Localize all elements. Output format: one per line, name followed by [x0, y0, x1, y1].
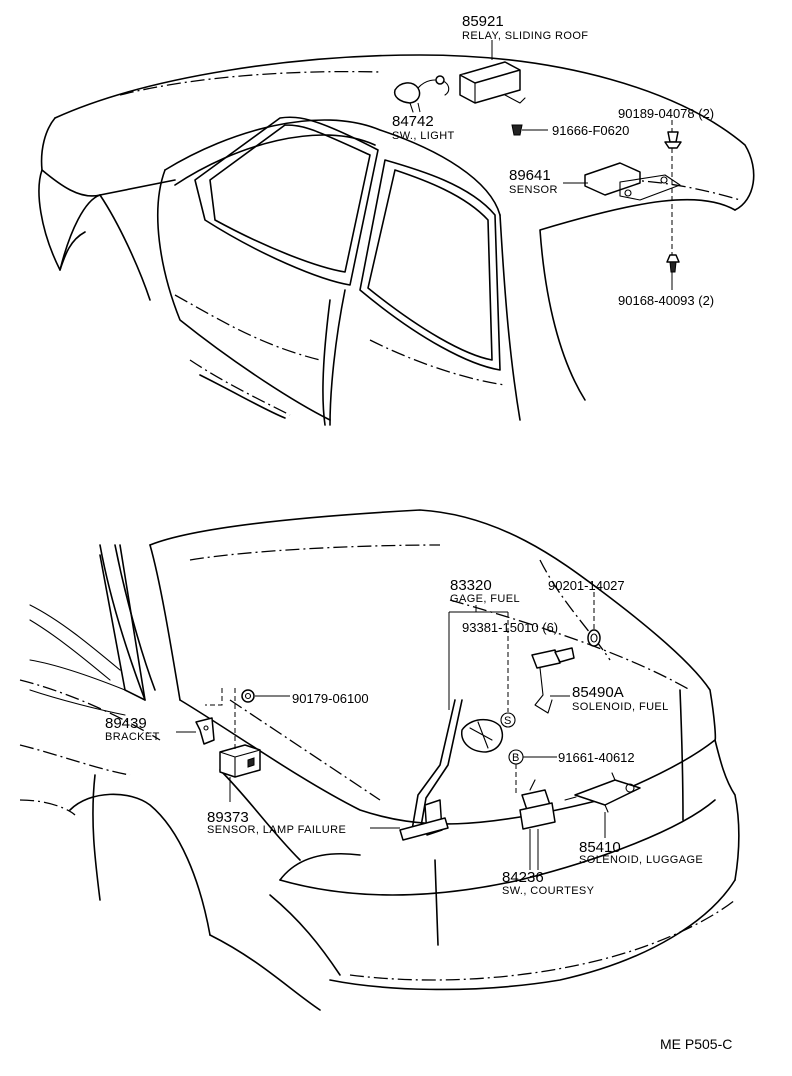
courtesy-switch-description: SW., COURTESY — [502, 885, 595, 897]
fuel-solenoid-number: 85490A — [572, 684, 624, 701]
marker-s: S — [500, 712, 516, 728]
lower-clip — [666, 254, 680, 273]
bolt-b-code: 91661-40612 — [558, 750, 635, 765]
luggage-solenoid-part — [564, 772, 641, 813]
svg-text:S: S — [504, 715, 511, 727]
courtesy-switch-part — [519, 779, 556, 830]
lamp-failure-sensor-part — [219, 744, 261, 778]
upper-clip — [664, 131, 682, 149]
sensor-number: 89641 — [509, 167, 551, 184]
bracket-description: BRACKET — [105, 731, 160, 743]
bracket-number: 89439 — [105, 715, 147, 732]
lamp-sensor-number: 89373 — [207, 809, 249, 826]
courtesy-switch-number: 84236 — [502, 869, 544, 886]
relay-bolt — [511, 124, 523, 136]
sensor-part — [584, 162, 681, 201]
upper-clip-code: 90189-04078 (2) — [618, 106, 714, 121]
gasket-part — [587, 629, 601, 647]
marker-b: B — [508, 749, 524, 765]
relay-description: RELAY, SLIDING ROOF — [462, 30, 588, 42]
fuel-solenoid-description: SOLENOID, FUEL — [572, 701, 669, 713]
lower-clip-code: 90168-40093 (2) — [618, 293, 714, 308]
fuel-gage-part — [399, 699, 504, 841]
grommet-part — [241, 689, 255, 703]
light-switch-part — [393, 75, 450, 113]
upper-car-body — [38, 54, 755, 426]
luggage-solenoid-description: SOLENOID, LUGGAGE — [579, 854, 703, 866]
fuel-gage-number: 83320 — [450, 577, 492, 594]
svg-text:B: B — [512, 752, 519, 764]
fuel-gage-description: GAGE, FUEL — [450, 593, 520, 605]
sensor-description: SENSOR — [509, 184, 558, 196]
relay-number: 85921 — [462, 13, 504, 30]
grommet-code: 90179-06100 — [292, 691, 369, 706]
relay-sliding-roof — [459, 61, 526, 104]
light-switch-description: SW., LIGHT — [392, 130, 455, 142]
light-switch-number: 84742 — [392, 113, 434, 130]
relay-bolt-code: 91666-F0620 — [552, 123, 629, 138]
diagram-reference: ME P505-C — [660, 1036, 732, 1052]
lamp-sensor-description: SENSOR, LAMP FAILURE — [207, 824, 346, 836]
gasket-code: 90201-14027 — [548, 578, 625, 593]
bracket-part — [195, 717, 215, 745]
luggage-solenoid-number: 85410 — [579, 839, 621, 856]
screw-code: 93381-15010 (6) — [462, 620, 558, 635]
fuel-solenoid-part — [531, 647, 575, 714]
